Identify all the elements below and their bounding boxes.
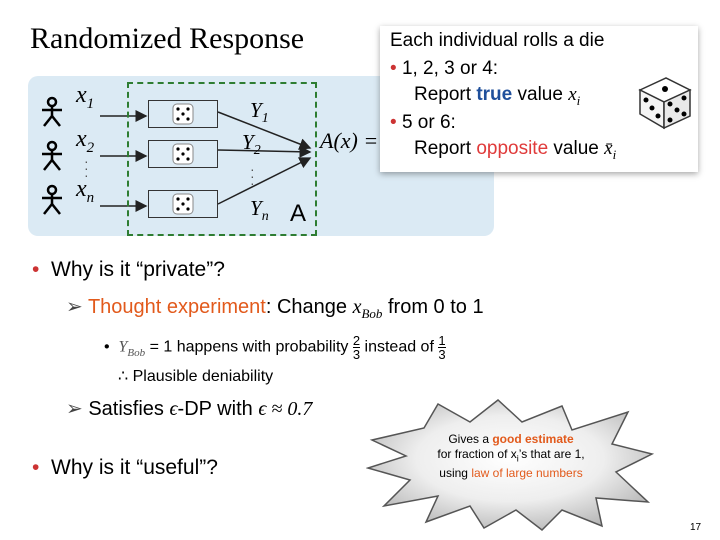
die-box-2 [148,140,218,168]
die-icon [172,103,194,125]
output-yn: Yn [250,196,269,225]
die-box-n [148,190,218,218]
rules-callout: Each individual rolls a die • 1, 2, 3 or… [380,26,698,172]
person-icon [42,140,62,171]
output-y1: Y1 [250,98,269,127]
page-number: 17 [690,522,702,533]
input-x2: x2 [76,126,95,156]
plausible-deniability: ∴ Plausible deniability [118,368,274,385]
bullet-dot: • [390,58,397,79]
die-box-1 [148,100,218,128]
diagram-arrows [100,110,312,212]
person-icons [42,96,62,215]
slide-title: Randomized Response [30,22,305,55]
vertical-ellipsis: ··· [250,161,255,191]
arrow-bullet-icon: ➢ [66,296,83,318]
callout-rule1: Report true value xi [414,84,581,108]
starburst-callout [366,399,655,531]
algorithm-label: A [290,200,307,227]
input-xn: xn [76,176,95,206]
callout-rule2-values: • 5 or 6: [390,112,456,133]
starburst-text: Gives a good estimate for fraction of xi… [426,432,596,481]
arrow-bullet-icon: ➢ [66,398,83,420]
bullet-dot: • [32,456,40,479]
output-expression: A(x) = [320,128,379,153]
die-icon [172,193,194,215]
starburst-line-1: Gives a good estimate [448,432,574,446]
bullet-dot: • [390,112,397,133]
die-icon [638,77,692,130]
person-icon [42,184,62,215]
callout-rule2: Report opposite value x̄i [414,138,617,162]
vertical-ellipsis: ··· [84,153,89,183]
callout-heading: Each individual rolls a die [390,30,605,51]
bullet-dot: • [32,258,40,281]
input-x1: x1 [76,82,95,112]
bullet-dot: • [104,338,110,356]
dp-guarantee: ➢ Satisfies ϵ-DP with ϵ ≈ 0.7 [66,398,313,420]
thought-experiment: ➢ Thought experiment: Change xBob from 0… [66,296,484,321]
die-icon [172,143,194,165]
output-y2: Y2 [242,130,261,159]
person-icon [42,96,62,127]
bullet-useful: • Why is it “useful”? [32,456,218,479]
callout-rule1-values: • 1, 2, 3 or 4: [390,58,499,79]
starburst-line-3: using law of large numbers [439,466,583,481]
bullet-private: • Why is it “private”? [32,258,225,281]
algorithm-box [127,82,317,236]
starburst-line-2: for fraction of xi’s that are 1, [437,447,585,464]
